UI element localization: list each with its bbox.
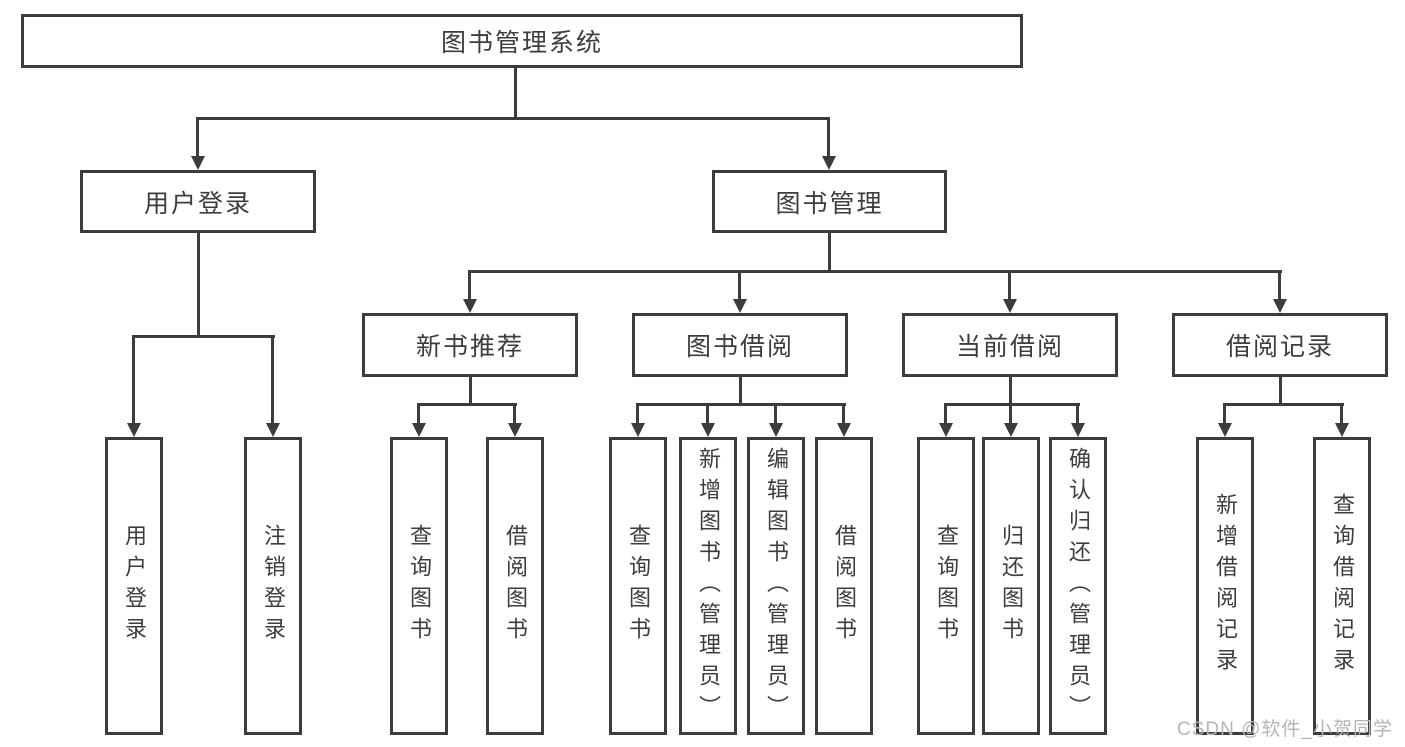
node-current-borrow-label: 当前借阅 [955, 333, 1064, 361]
leaf-br-add-record-label: 新增借阅记录 [1213, 493, 1238, 679]
arrow-down-icon [733, 270, 747, 313]
arrow-down-icon [266, 335, 280, 437]
arrow-down-icon [1003, 270, 1017, 313]
leaf-bb-query-book-label: 查询图书 [626, 524, 651, 648]
node-book-borrow-label: 图书借阅 [685, 333, 794, 361]
leaf-bb-add-book: 新增图书（管理员） [679, 437, 737, 735]
arrow-down-icon [508, 403, 522, 437]
connector-line [469, 376, 472, 405]
arrow-down-icon [127, 335, 141, 437]
leaf-nbr-borrow-book: 借阅图书 [486, 437, 544, 735]
leaf-logout: 注销登录 [244, 437, 302, 735]
leaf-bb-query-book: 查询图书 [609, 437, 667, 735]
leaf-cb-query-book-label: 查询图书 [934, 524, 959, 648]
arrow-down-icon [412, 403, 426, 437]
leaf-bb-edit-book-label: 编辑图书（管理员） [764, 446, 789, 726]
connector-line [1224, 403, 1344, 406]
leaf-nbr-borrow-book-label: 借阅图书 [503, 524, 528, 648]
leaf-user-login: 用户登录 [105, 437, 163, 735]
csdn-watermark: CSDN @软件_小贺同学 [1177, 719, 1393, 740]
node-current-borrow: 当前借阅 [902, 313, 1118, 377]
arrow-down-icon [701, 403, 715, 437]
node-user-login-label: 用户登录 [143, 189, 252, 218]
node-book-borrow: 图书借阅 [632, 313, 848, 377]
arrow-down-icon [837, 403, 851, 437]
connector-line [945, 403, 1080, 406]
leaf-cb-return-book: 归还图书 [982, 437, 1040, 735]
connector-line [197, 117, 830, 120]
arrow-down-icon [1273, 270, 1287, 313]
connector-line [133, 335, 275, 338]
leaf-logout-label: 注销登录 [261, 524, 286, 648]
node-root: 图书管理系统 [21, 14, 1023, 68]
leaf-br-query-record-label: 查询借阅记录 [1330, 493, 1355, 679]
arrow-down-icon [1335, 403, 1349, 437]
node-new-book-recommend: 新书推荐 [362, 313, 578, 377]
arrow-down-icon [822, 117, 836, 170]
arrow-down-icon [1071, 403, 1085, 437]
leaf-cb-confirm-return: 确认归还（管理员） [1049, 437, 1107, 735]
leaf-cb-return-book-label: 归还图书 [999, 524, 1024, 648]
arrow-down-icon [463, 270, 477, 313]
leaf-bb-borrow-book: 借阅图书 [815, 437, 873, 735]
connector-line [469, 270, 1282, 273]
leaf-nbr-query-book-label: 查询图书 [407, 524, 432, 648]
leaf-cb-query-book: 查询图书 [917, 437, 975, 735]
node-borrow-records: 借阅记录 [1172, 313, 1388, 377]
leaf-cb-confirm-return-label: 确认归还（管理员） [1066, 446, 1091, 726]
arrow-down-icon [1218, 403, 1232, 437]
node-book-management: 图书管理 [712, 170, 947, 233]
arrow-down-icon [1004, 403, 1018, 437]
leaf-nbr-query-book: 查询图书 [390, 437, 448, 735]
connector-line [739, 376, 742, 405]
arrow-down-icon [631, 403, 645, 437]
leaf-bb-add-book-label: 新增图书（管理员） [696, 446, 721, 726]
connector-line [1279, 376, 1282, 405]
node-borrow-records-label: 借阅记录 [1225, 333, 1334, 361]
connector-line [514, 67, 517, 118]
node-new-book-recommend-label: 新书推荐 [415, 333, 524, 361]
connector-line [1009, 376, 1012, 405]
connector-line [828, 232, 831, 272]
node-root-label: 图书管理系统 [440, 29, 603, 57]
arrow-down-icon [769, 403, 783, 437]
leaf-bb-borrow-book-label: 借阅图书 [832, 524, 857, 648]
leaf-br-query-record: 查询借阅记录 [1313, 437, 1371, 735]
connector-line [637, 403, 846, 406]
connector-line [418, 403, 517, 406]
leaf-bb-edit-book: 编辑图书（管理员） [747, 437, 805, 735]
node-user-login: 用户登录 [80, 170, 316, 233]
leaf-br-add-record: 新增借阅记录 [1196, 437, 1254, 735]
arrow-down-icon [191, 117, 205, 170]
leaf-user-login-label: 用户登录 [122, 524, 147, 648]
connector-line [197, 232, 200, 337]
arrow-down-icon [939, 403, 953, 437]
node-book-management-label: 图书管理 [775, 189, 884, 218]
